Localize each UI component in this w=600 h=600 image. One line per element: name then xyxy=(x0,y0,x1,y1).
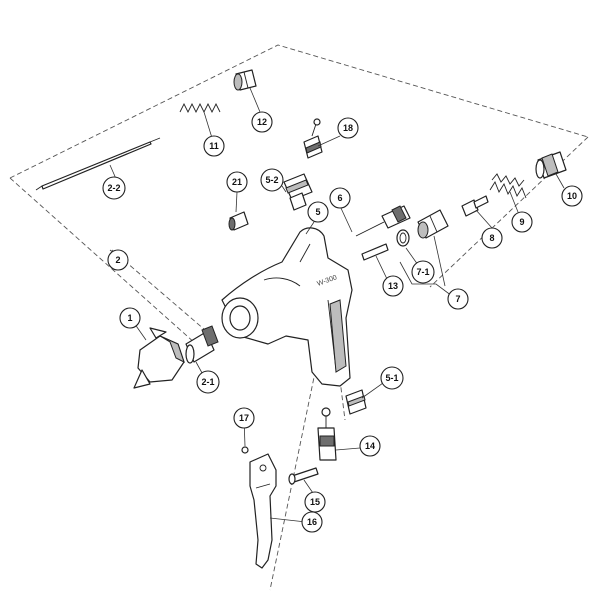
part-1-air-cap xyxy=(133,327,185,389)
part-9-spring xyxy=(489,173,527,199)
part-16-trigger xyxy=(249,453,277,569)
callout-6: 6 xyxy=(329,187,351,209)
callout-16: 16 xyxy=(301,511,323,533)
callout-label: 13 xyxy=(388,281,398,291)
part-2-2-needle xyxy=(35,137,161,191)
part-17-ring xyxy=(241,446,249,454)
callout-1: 1 xyxy=(119,307,141,329)
callout-label: 5-2 xyxy=(265,175,278,185)
callout-label: 14 xyxy=(365,441,375,451)
callout-label: 12 xyxy=(257,117,267,127)
callout-12: 12 xyxy=(251,111,273,133)
part-7-adjuster xyxy=(417,209,449,239)
part-14-air-valve xyxy=(317,407,337,461)
callout-label: 6 xyxy=(337,193,342,203)
callout-label: 17 xyxy=(239,413,249,423)
part-7-1-oring xyxy=(396,229,410,247)
callout-label: 7 xyxy=(455,294,460,304)
part-15-screw xyxy=(288,467,319,485)
callout-11: 11 xyxy=(203,135,225,157)
callout-label: 2 xyxy=(115,255,120,265)
callout-label: 5 xyxy=(315,207,320,217)
part-11-spring xyxy=(179,102,221,114)
callout-label: 16 xyxy=(307,517,317,527)
callout-5: 5 xyxy=(307,201,329,223)
part-2-1-nozzle xyxy=(185,325,219,364)
callout-label: 2-2 xyxy=(107,183,120,193)
callout-5-2: 5-2 xyxy=(260,168,284,192)
callout-label: 15 xyxy=(310,497,320,507)
callout-14: 14 xyxy=(359,435,381,457)
callout-2-1: 2-1 xyxy=(196,370,220,394)
callout-2-2: 2-2 xyxy=(102,176,126,200)
callout-label: 10 xyxy=(567,191,577,201)
callout-7: 7 xyxy=(447,288,469,310)
part-5-gun-body: W-300 xyxy=(221,227,353,387)
part-12-cap xyxy=(233,69,257,91)
callout-7-1: 7-1 xyxy=(411,260,435,284)
callout-label: 11 xyxy=(209,141,219,151)
callout-5-1: 5-1 xyxy=(380,366,404,390)
callout-13: 13 xyxy=(382,275,404,297)
callout-label: 18 xyxy=(343,123,353,133)
callout-label: 1 xyxy=(127,313,132,323)
callout-label: 5-1 xyxy=(385,373,398,383)
callout-9: 9 xyxy=(511,211,533,233)
callout-label: 8 xyxy=(489,233,494,243)
part-8-pin xyxy=(461,195,489,217)
callout-2: 2 xyxy=(107,249,129,271)
callout-8: 8 xyxy=(481,227,503,249)
callout-18: 18 xyxy=(337,117,359,139)
part-18-valve xyxy=(303,118,323,159)
part-5-2-connector xyxy=(283,173,313,211)
part-21-plug xyxy=(228,211,249,231)
callout-17: 17 xyxy=(233,407,255,429)
callout-label: 2-1 xyxy=(201,377,214,387)
callout-10: 10 xyxy=(561,185,583,207)
part-6-needle-valve xyxy=(355,205,411,237)
part-10-knob xyxy=(535,151,567,179)
callout-label: 7-1 xyxy=(416,267,429,277)
callout-label: 9 xyxy=(519,217,524,227)
callout-21: 21 xyxy=(226,171,248,193)
part-5-1-fitting xyxy=(345,389,367,415)
callout-label: 21 xyxy=(232,177,242,187)
part-13-pin xyxy=(361,243,389,261)
callout-15: 15 xyxy=(304,491,326,513)
